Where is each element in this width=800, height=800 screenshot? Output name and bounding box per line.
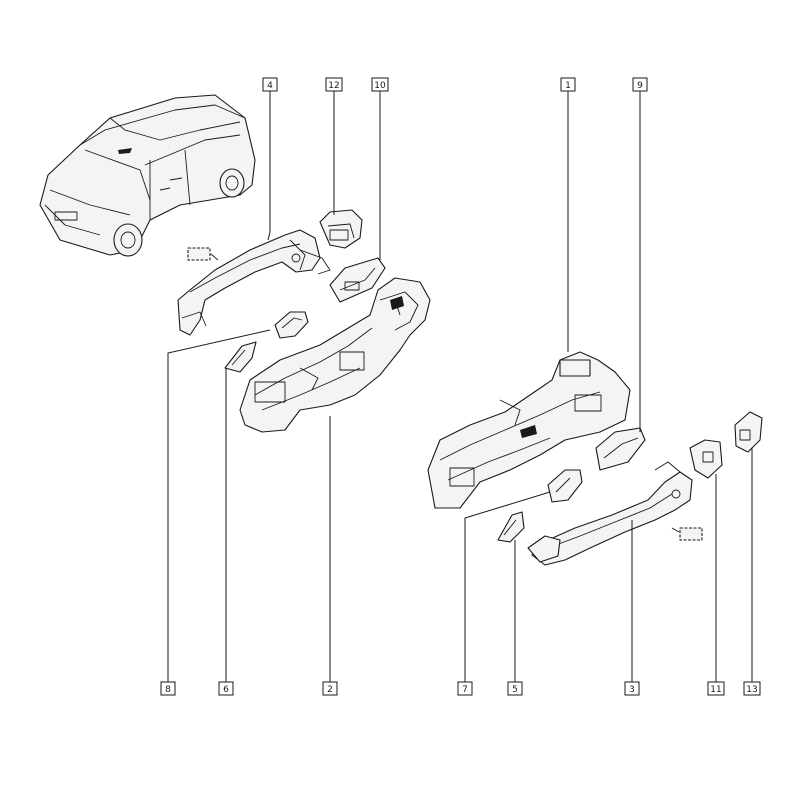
callout-4: 4 [262,77,278,92]
svg-text:6: 6 [223,685,229,695]
svg-text:9: 9 [637,81,643,91]
callout-3: 3 [624,681,640,696]
svg-text:13: 13 [746,685,757,695]
callout-11: 11 [707,681,725,696]
svg-text:4: 4 [267,81,273,91]
svg-text:11: 11 [710,685,721,695]
vehicle-illustration [39,94,256,257]
part-7-gasket [547,469,583,503]
callout-9: 9 [632,77,648,92]
part-13-cap [734,411,763,453]
callout-2: 2 [322,681,338,696]
svg-text:8: 8 [165,685,171,695]
callout-5: 5 [507,681,523,696]
leader-lines [167,90,753,682]
callout-6: 6 [218,681,234,696]
svg-text:12: 12 [328,81,339,91]
part-6-seal [224,341,257,373]
part-8-small-seal [274,311,309,339]
part-10-gasket [329,257,386,303]
seal-pad-left [187,247,219,261]
svg-text:2: 2 [327,685,333,695]
svg-text:7: 7 [462,685,468,695]
callout-8: 8 [160,681,176,696]
svg-text:5: 5 [512,685,518,695]
callout-13: 13 [743,681,761,696]
part-1-handle-bracket [427,351,631,509]
part-4-outer-handle [177,229,331,336]
seal-pad-right [671,527,703,541]
svg-text:1: 1 [565,81,571,91]
part-5-seal [497,511,525,543]
part-11-cover [689,439,723,479]
svg-text:10: 10 [374,81,386,91]
callout-1: 1 [560,77,576,92]
svg-text:3: 3 [629,685,635,695]
part-12-end-cap [319,209,363,249]
callout-10: 10 [371,77,389,92]
part-9-gasket [595,427,646,471]
part-3-outer-handle [527,461,693,566]
callout-7: 7 [457,681,473,696]
part-2-handle-bracket [239,277,431,433]
callout-12: 12 [325,77,343,92]
